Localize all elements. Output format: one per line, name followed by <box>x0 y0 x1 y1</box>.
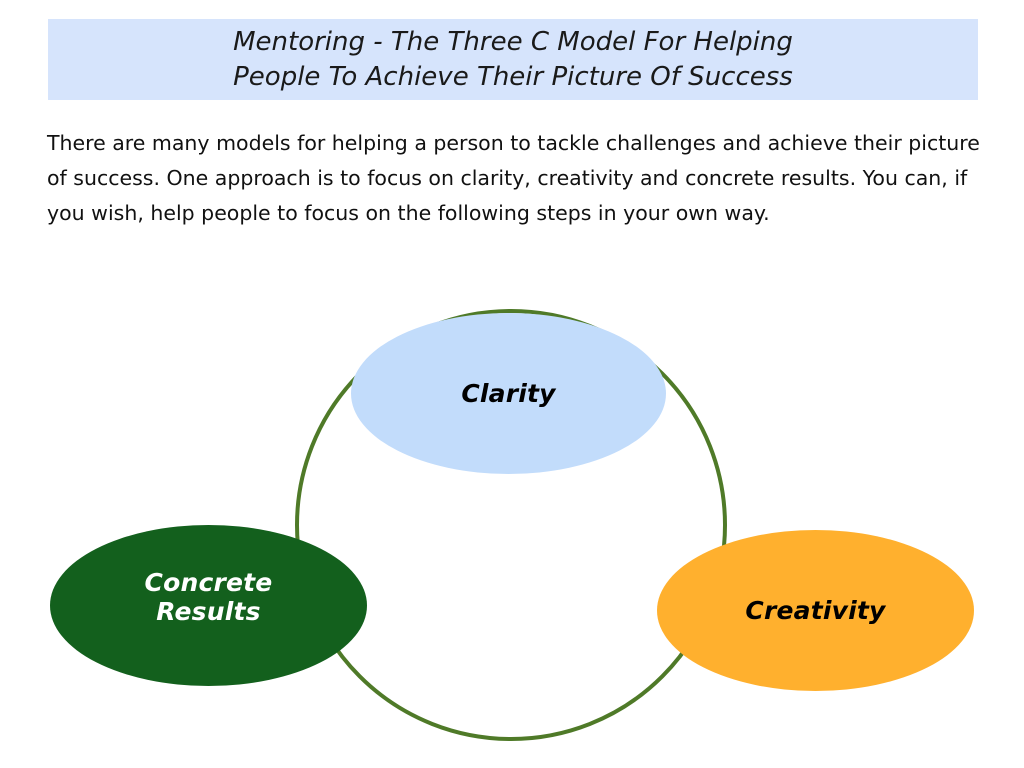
body-paragraph: There are many models for helping a pers… <box>47 131 980 225</box>
node-clarity[interactable]: Clarity <box>351 313 666 474</box>
page-title: Mentoring - The Three C Model For Helpin… <box>233 26 793 92</box>
node-creativity[interactable]: Creativity <box>657 530 974 691</box>
node-creativity-label: Creativity <box>745 596 886 625</box>
node-concrete-results-label: Concrete Results <box>144 567 273 626</box>
node-clarity-label: Clarity <box>461 379 556 408</box>
node-concrete-results[interactable]: Concrete Results <box>50 525 367 686</box>
cycle-ring-circle <box>295 309 727 741</box>
title-banner: Mentoring - The Three C Model For Helpin… <box>48 19 978 100</box>
